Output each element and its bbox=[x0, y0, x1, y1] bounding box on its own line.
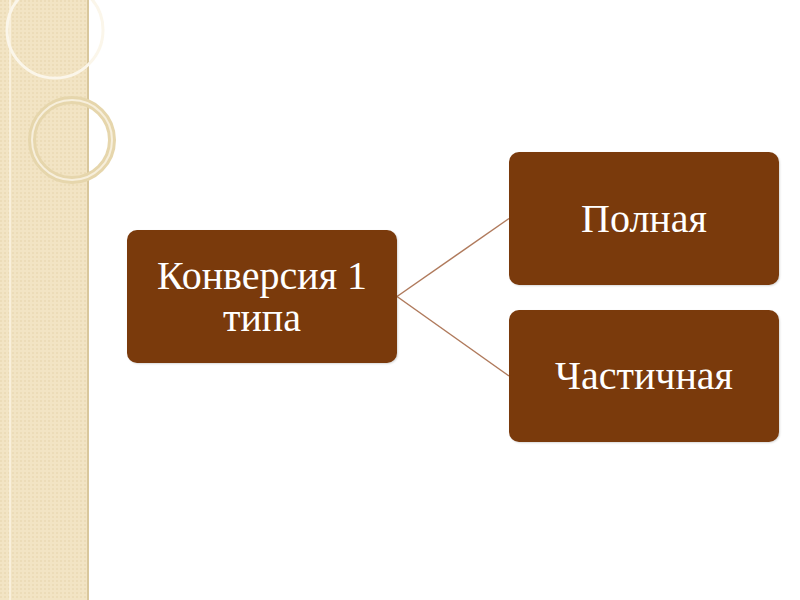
side-line bbox=[87, 0, 89, 600]
process-box: Частичная bbox=[509, 310, 779, 442]
process-box: Конверсия 1 типа bbox=[127, 230, 397, 363]
deco-circle bbox=[32, 100, 112, 180]
deco-circle bbox=[32, 100, 112, 180]
connector-line bbox=[397, 219, 509, 297]
box-label: Конверсия 1 типа bbox=[137, 255, 387, 339]
process-box: Полная bbox=[509, 152, 779, 285]
connector-line bbox=[397, 297, 509, 377]
deco-circle bbox=[7, 0, 103, 78]
box-label: Частичная bbox=[555, 355, 733, 397]
side-band bbox=[0, 0, 88, 600]
box-label: Полная bbox=[581, 198, 707, 240]
side-line bbox=[9, 0, 11, 600]
